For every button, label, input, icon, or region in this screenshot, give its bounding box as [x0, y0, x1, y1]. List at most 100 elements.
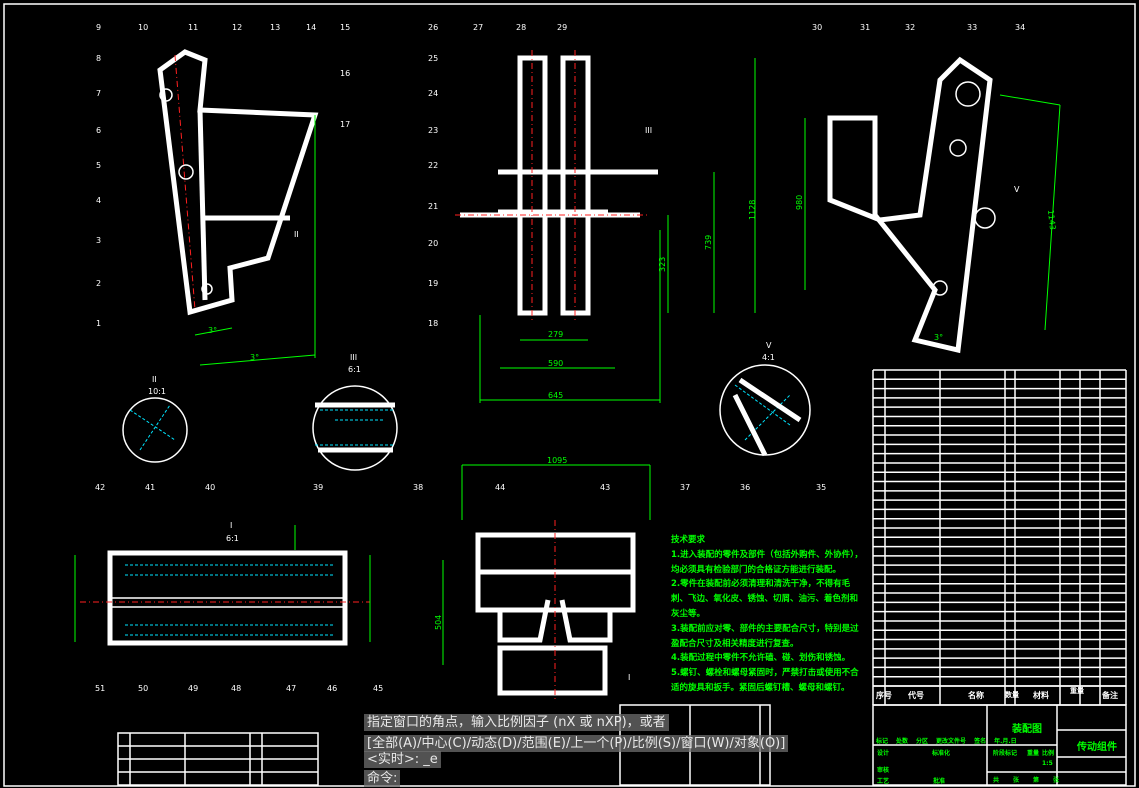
svg-text:34: 34 — [1015, 23, 1025, 32]
svg-text:1143: 1143 — [1046, 209, 1057, 230]
svg-text:45: 45 — [373, 684, 383, 693]
svg-text:6:1: 6:1 — [348, 365, 361, 374]
svg-text:38: 38 — [413, 483, 423, 492]
header-weight: 重量 — [1070, 687, 1084, 695]
svg-text:2: 2 — [96, 279, 101, 288]
svg-text:3°: 3° — [934, 333, 943, 342]
sign-name: 签名 — [974, 738, 987, 745]
command-prompt[interactable]: 命令: — [364, 770, 401, 787]
svg-text:41: 41 — [145, 483, 155, 492]
header-remarks: 备注 — [1102, 691, 1118, 700]
svg-text:27: 27 — [473, 23, 483, 32]
svg-text:25: 25 — [428, 54, 438, 63]
svg-text:1128: 1128 — [748, 200, 757, 220]
tech-item: 1.进入装配的零件及部件（包括外购件、外协件），均必须具有检验部门的合格证方能进… — [671, 549, 863, 575]
svg-text:645: 645 — [548, 391, 563, 400]
top-view — [442, 464, 651, 700]
svg-text:19: 19 — [428, 279, 438, 288]
craft-label: 工艺 — [877, 778, 890, 785]
svg-text:III: III — [350, 353, 357, 362]
svg-text:30: 30 — [812, 23, 822, 32]
svg-text:3°: 3° — [208, 326, 217, 335]
svg-text:980: 980 — [795, 195, 804, 210]
tech-item: 4.装配过程中零件不允许磕、碰、划伤和锈蚀。 — [671, 653, 851, 664]
sheet-unit-2: 张 — [1053, 777, 1060, 784]
header-code: 代号 — [908, 691, 924, 700]
detail-outlines — [315, 377, 802, 457]
svg-text:279: 279 — [548, 330, 563, 339]
side-view — [804, 56, 1061, 354]
svg-text:43: 43 — [600, 483, 610, 492]
svg-text:II: II — [152, 375, 157, 384]
svg-text:323: 323 — [658, 257, 667, 272]
sign-zone: 分区 — [916, 738, 929, 745]
svg-text:17: 17 — [340, 120, 350, 129]
svg-text:31: 31 — [860, 23, 870, 32]
sign-row: 标记 处数 分区 更改文件号 签名 年.月.日 — [876, 736, 1017, 745]
svg-text:46: 46 — [327, 684, 337, 693]
sheet-number-label: 第 — [1033, 777, 1040, 784]
svg-text:20: 20 — [428, 239, 438, 248]
sheet-unit-1: 张 — [1013, 777, 1020, 784]
scale-value: 1:5 — [1042, 760, 1053, 767]
svg-text:V: V — [1014, 185, 1020, 194]
svg-text:10:1: 10:1 — [148, 387, 166, 396]
svg-text:6: 6 — [96, 126, 101, 135]
svg-text:22: 22 — [428, 161, 438, 170]
review-label: 审核 — [877, 767, 890, 774]
tech-item: 5.螺钉、螺栓和螺母紧固时，严禁打击或使用不合适的旋具和扳手。紧固后螺钉槽、螺母… — [671, 668, 859, 693]
svg-text:739: 739 — [704, 235, 713, 250]
svg-text:15: 15 — [340, 23, 350, 32]
sign-file: 更改文件号 — [936, 738, 967, 745]
sign-mark: 标记 — [876, 738, 889, 745]
detail-ii-circle — [122, 397, 188, 463]
svg-text:7: 7 — [96, 89, 101, 98]
title-block — [872, 685, 1127, 786]
svg-text:16: 16 — [340, 69, 350, 78]
standardize-label: 标准化 — [932, 750, 951, 757]
sign-count: 处数 — [896, 738, 909, 745]
svg-text:47: 47 — [286, 684, 296, 693]
svg-text:28: 28 — [516, 23, 526, 32]
svg-text:33: 33 — [967, 23, 977, 32]
sheet-info: 共 张 第 张 — [993, 775, 1059, 784]
svg-text:II: II — [294, 230, 299, 239]
dimension-labels: 1128 739 323 279 590 645 980 1143 1095 5… — [208, 195, 1057, 630]
weight-label: 重量 — [1027, 750, 1040, 757]
svg-text:3: 3 — [96, 236, 101, 245]
detail-iii-circle — [312, 385, 398, 471]
sign-date: 年.月.日 — [994, 738, 1017, 745]
svg-text:42: 42 — [95, 483, 105, 492]
svg-text:8: 8 — [96, 54, 101, 63]
svg-text:39: 39 — [313, 483, 323, 492]
svg-text:24: 24 — [428, 89, 438, 98]
svg-text:V: V — [766, 341, 772, 350]
svg-text:32: 32 — [905, 23, 915, 32]
svg-text:21: 21 — [428, 202, 438, 211]
svg-text:III: III — [645, 126, 652, 135]
command-history-line-1: 指定窗口的角点，输入比例因子 (nX 或 nXP)，或者 — [364, 714, 669, 731]
scale-label: 比例 — [1042, 750, 1055, 757]
svg-text:I: I — [628, 673, 630, 682]
svg-text:50: 50 — [138, 684, 148, 693]
tech-title: 技术要求 — [671, 535, 706, 545]
svg-text:10: 10 — [138, 23, 148, 32]
svg-text:26: 26 — [428, 23, 438, 32]
parts-list-table — [872, 369, 1127, 705]
header-material: 材料 — [1033, 691, 1049, 700]
drawing-name: 传动组件 — [1077, 742, 1117, 753]
svg-text:29: 29 — [557, 23, 567, 32]
left-view — [157, 49, 319, 366]
svg-text:18: 18 — [428, 319, 438, 328]
technical-requirements: 技术要求 1.进入装配的零件及部件（包括外购件、外协件），均必须具有检验部门的合… — [671, 533, 866, 696]
svg-text:6:1: 6:1 — [226, 534, 239, 543]
svg-text:40: 40 — [205, 483, 215, 492]
svg-text:4:1: 4:1 — [762, 353, 775, 362]
svg-text:504: 504 — [434, 615, 443, 630]
svg-text:44: 44 — [495, 483, 505, 492]
svg-text:37: 37 — [680, 483, 690, 492]
sheet-total-label: 共 — [993, 777, 1000, 784]
detail-shapes — [129, 384, 791, 451]
